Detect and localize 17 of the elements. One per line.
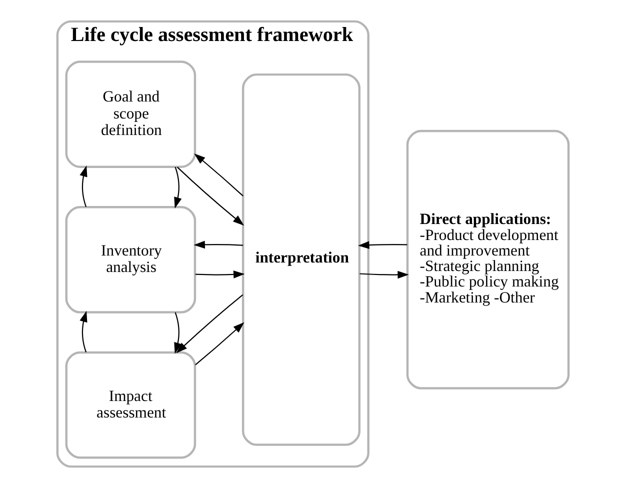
node-box: Inventory analysis	[65, 206, 196, 314]
arrow	[174, 312, 182, 354]
arrow	[195, 270, 245, 278]
node-box: Goal and scope definition	[65, 60, 196, 168]
arrow	[194, 240, 244, 249]
node-box: interpretation	[242, 73, 360, 446]
arrow	[80, 165, 88, 208]
arrow	[195, 322, 244, 366]
arrow	[80, 310, 88, 352]
node-box: Impact assessment	[65, 351, 196, 459]
arrow	[176, 294, 244, 354]
node-box: Direct applications: -Product development and improvement -Strategic planning -Public policy making -Marketing -Other	[406, 130, 570, 390]
arrow	[358, 241, 408, 249]
arrow	[194, 153, 244, 196]
arrow	[176, 166, 244, 226]
arrow	[360, 270, 409, 279]
arrow	[174, 166, 182, 208]
